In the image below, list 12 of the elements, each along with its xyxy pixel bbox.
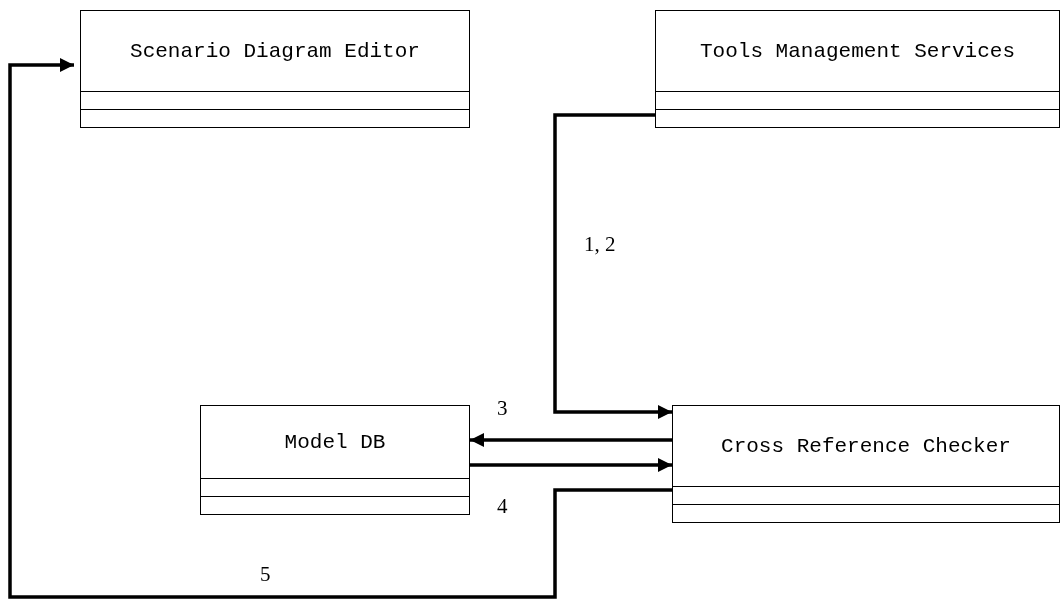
arrow [8, 58, 672, 599]
class-box [80, 10, 470, 128]
class-name: Model DB [284, 430, 386, 454]
arrow [470, 458, 672, 472]
class-box [200, 405, 470, 515]
class-name: Tools Management Services [699, 39, 1016, 63]
class-box [655, 10, 1060, 128]
arrow [553, 113, 672, 419]
class-box [672, 405, 1060, 523]
arrow [470, 433, 672, 447]
class-name: Scenario Diagram Editor [130, 39, 420, 63]
class-name: Cross Reference Checker [721, 434, 1011, 458]
